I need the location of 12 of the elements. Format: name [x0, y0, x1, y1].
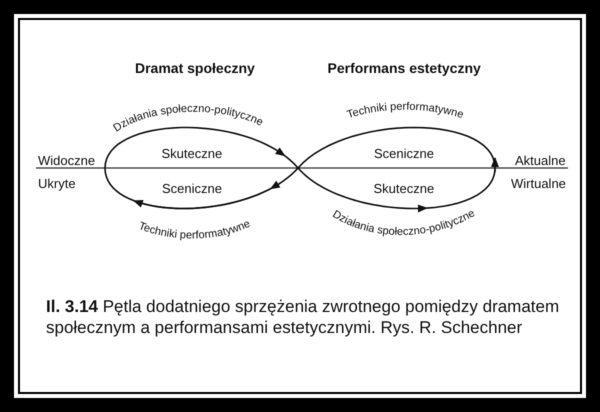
side-label: Widoczne: [38, 152, 96, 168]
column-heading: Dramat społeczny: [135, 60, 255, 76]
region-label: Skuteczne: [162, 146, 222, 160]
arc-label: Techniki performatywne: [346, 100, 465, 122]
side-label: Aktualne: [515, 152, 566, 168]
column-heading: Performans estetyczny: [328, 60, 481, 76]
region-label: Sceniczne: [162, 180, 222, 196]
region-label: Sceniczne: [374, 146, 434, 160]
side-label: Wirtualne: [511, 176, 566, 190]
region-label: Skuteczne: [374, 180, 434, 196]
figure-caption: Il. 3.14 Pętla dodatniego sprzężenia zwrotnego pomiędzy dramatem społecznym a performansami estetycznymi. Rys. R. Schechner: [46, 296, 560, 338]
side-label: Ukryte: [38, 176, 76, 190]
